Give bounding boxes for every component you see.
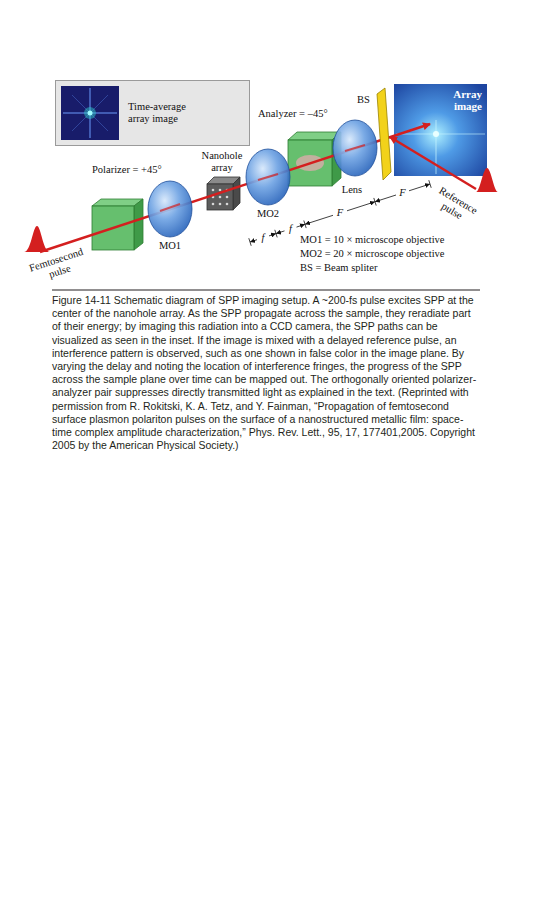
inset-panel: Time-average array image: [55, 80, 250, 146]
beam-splitter: [377, 88, 391, 180]
reference-beam: [390, 137, 476, 189]
key-note: MO2 = 20 × microscope objective: [300, 248, 445, 260]
objective-lens: [148, 181, 192, 237]
component-label: Lens: [342, 184, 362, 196]
laser-beam: [160, 204, 180, 211]
component-label: Nanohole array: [196, 150, 248, 174]
pulse-symbol: [476, 168, 498, 192]
polarizer-cube: [134, 199, 143, 250]
component-label: Analyzer = –45°: [258, 108, 328, 120]
dimension-label: f: [289, 223, 292, 235]
component-label: BS: [357, 94, 370, 106]
inset-glow: [84, 107, 96, 119]
panel-title: Time-average array image: [128, 101, 202, 125]
beam-label: Femtosecond pulse: [24, 245, 92, 288]
array-image-panel: Array image: [394, 84, 487, 176]
objective-lens: [246, 149, 290, 205]
inset-fringe: [72, 95, 108, 131]
inset-ground: [55, 80, 250, 146]
inset-fringe: [72, 95, 108, 131]
caption-rule: [52, 290, 480, 291]
key-note: BS = Beam spliter: [300, 262, 377, 274]
figure-caption: Figure 14-11 Schematic diagram of SPP im…: [52, 294, 480, 452]
inset-image: [61, 86, 119, 140]
dimension-label: f: [262, 232, 265, 244]
beam-label: Reference pulse: [425, 181, 485, 230]
laser-beam: [345, 145, 365, 151]
array-fringe: [396, 133, 485, 134]
inset-spot: [88, 111, 93, 116]
nanohole-sample: [233, 177, 240, 210]
component-label: Polarizer = +45°: [92, 164, 162, 176]
key-note: MO1 = 10 × microscope objective: [300, 234, 445, 246]
component-label: MO2: [257, 208, 279, 220]
imaging-lens: [333, 120, 377, 176]
array-spot: [433, 131, 439, 137]
dimension-label: F: [399, 187, 405, 199]
pulse-symbol: [24, 226, 50, 252]
component-label: MO1: [159, 240, 181, 252]
dimension-label: F: [337, 207, 343, 219]
panel-title: Array image: [438, 88, 482, 112]
laser-beam: [258, 174, 278, 180]
